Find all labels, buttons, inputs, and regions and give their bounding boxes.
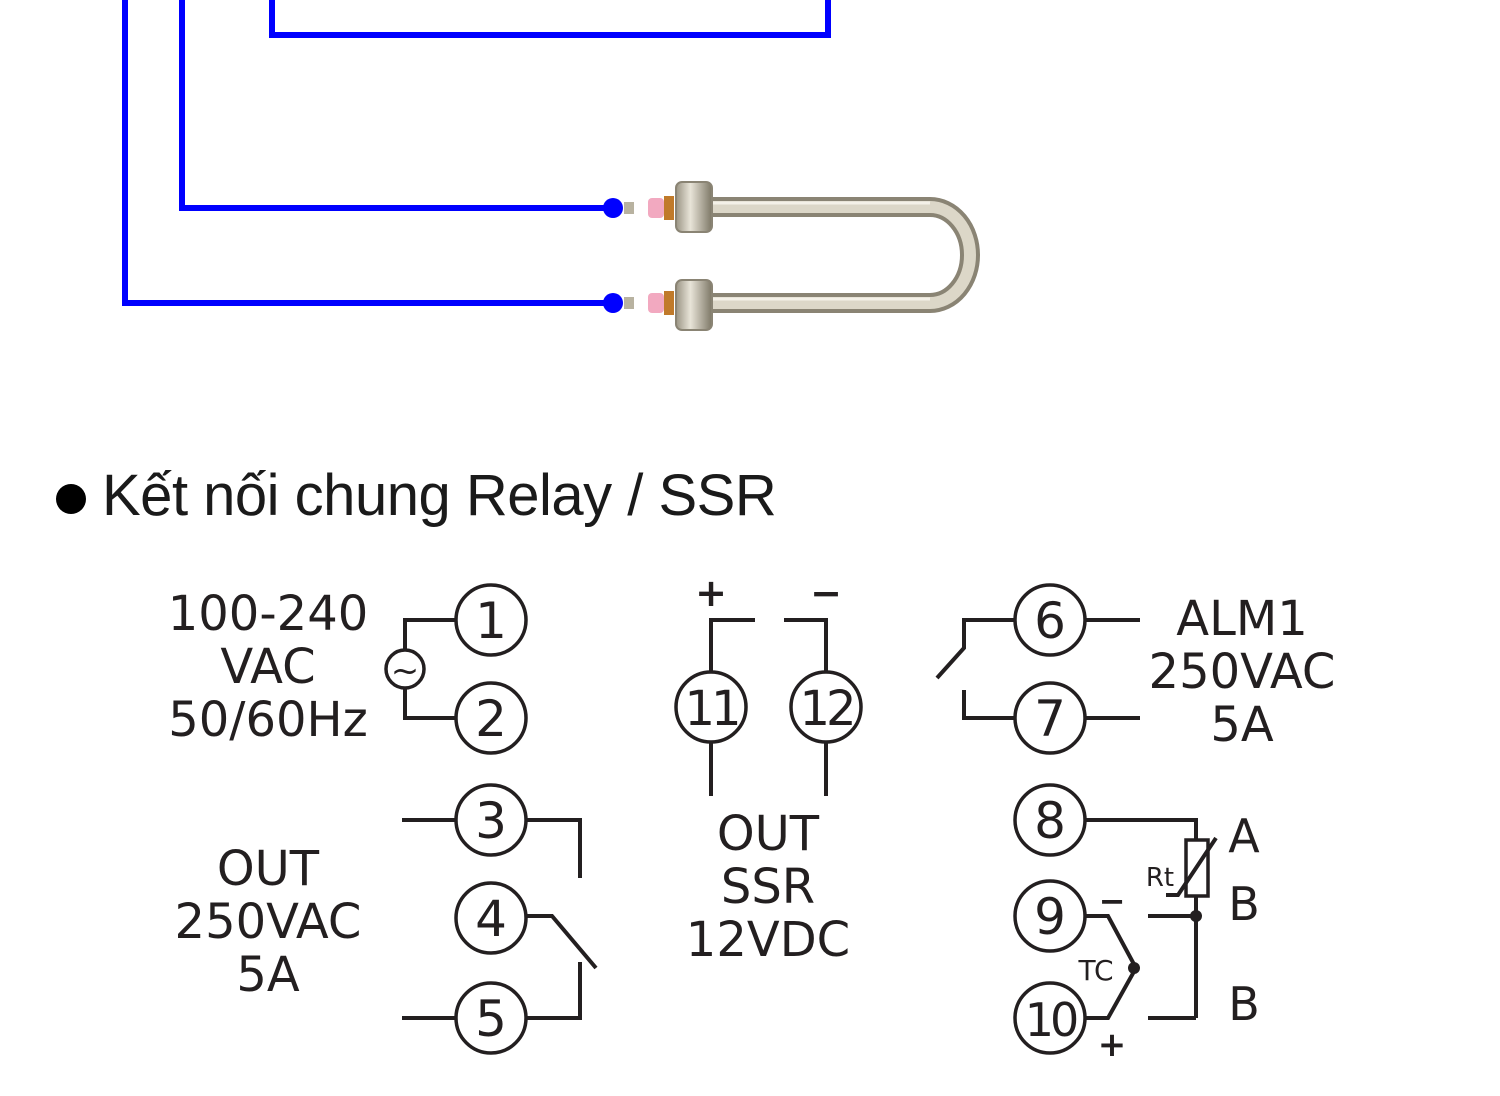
power-label-line-2: VAC: [220, 639, 315, 695]
ssr-output-block: + − 11 12 OUT SSR 12VDC: [674, 571, 863, 968]
ssr-plus-sign: +: [695, 571, 727, 615]
rtd-label: Rt: [1146, 863, 1174, 893]
blue-wire-top-loop: [269, 0, 831, 38]
relay-label-line-1: OUT: [217, 841, 320, 897]
tc-label: TC: [1077, 954, 1113, 987]
terminal-10-label: 10: [1025, 993, 1077, 1047]
terminal-2: [454, 681, 528, 755]
terminal-7: [1013, 681, 1087, 755]
wire-junction-dot-2: [603, 293, 623, 313]
alarm-label-line-1: ALM1: [1176, 591, 1308, 647]
sensor-input-block: 8 9 10 Rt A B B TC − +: [1013, 783, 1260, 1065]
ac-source-icon: [384, 648, 426, 690]
terminal-8: [1013, 783, 1087, 857]
power-label-line-3: 50/60Hz: [168, 692, 368, 748]
tc-plus-sign: +: [1098, 1025, 1127, 1065]
terminal-12: [789, 670, 863, 744]
terminal-12-label: 12: [799, 681, 852, 737]
section-heading: Kết nối chung Relay / SSR: [56, 462, 777, 529]
ssr-label-line-2: SSR: [721, 859, 815, 915]
terminal-2-label: 2: [475, 690, 507, 748]
tc-junction-dot: [1128, 962, 1140, 974]
terminal-11: [674, 670, 748, 744]
terminal-6-label: 6: [1034, 592, 1066, 650]
ssr-label-line-3: 12VDC: [686, 912, 850, 968]
terminal-11-label: 11: [684, 681, 738, 737]
heater-wiring-diagram: [122, 0, 980, 331]
ssr-minus-sign: −: [810, 571, 842, 615]
rtd-pin-b1: B: [1228, 877, 1260, 931]
terminal-1: [454, 583, 528, 657]
bullet-icon: [56, 483, 86, 514]
terminal-5: [454, 981, 528, 1055]
blue-wire-heater-terminal-1: [179, 0, 612, 211]
tc-minus-sign: −: [1099, 882, 1126, 920]
terminal-6: [1013, 583, 1087, 657]
terminal-4-label: 4: [475, 890, 507, 948]
rtd-pin-a: A: [1228, 809, 1260, 863]
relay-label-line-2: 250VAC: [175, 894, 362, 950]
terminal-1-label: 1: [475, 592, 507, 650]
ssr-label-line-1: OUT: [717, 806, 820, 862]
power-supply-block: 100-240 VAC 50/60Hz ~ 1 2: [168, 583, 528, 755]
terminal-4: [454, 881, 528, 955]
blue-wire-loop: [269, 0, 831, 38]
terminal-9-label: 9: [1034, 888, 1066, 946]
relay-output-block: OUT 250VAC 5A 3 4 5: [175, 783, 598, 1055]
alarm-label-line-3: 5A: [1210, 697, 1274, 753]
blue-wire-heater-terminal-2: [122, 0, 612, 306]
alarm-switch-contact: [935, 618, 1014, 680]
terminal-3: [454, 783, 528, 857]
relay-label-line-3: 5A: [236, 947, 300, 1003]
rtd-pin-b2: B: [1228, 977, 1260, 1031]
terminal-wiring-diagram: 100-240 VAC 50/60Hz ~ 1 2 OUT 250VAC 5A …: [168, 571, 1336, 1065]
terminal-10: [1013, 981, 1087, 1055]
heater-element-icon: [624, 181, 980, 331]
wire-junction-dot-1: [603, 198, 623, 218]
terminal-8-label: 8: [1034, 792, 1066, 850]
power-label-line-1: 100-240: [168, 586, 369, 642]
ac-symbol: ~: [391, 651, 420, 691]
alarm-output-block: 6 7 ALM1 250VAC 5A: [935, 583, 1336, 755]
relay-switch-contact: [526, 914, 598, 970]
section-heading-text: Kết nối chung Relay / SSR: [102, 463, 777, 528]
terminal-3-label: 3: [475, 792, 507, 850]
terminal-7-label: 7: [1034, 690, 1066, 748]
terminal-9: [1013, 879, 1087, 953]
terminal-5-label: 5: [475, 990, 507, 1048]
alarm-label-line-2: 250VAC: [1149, 644, 1336, 700]
